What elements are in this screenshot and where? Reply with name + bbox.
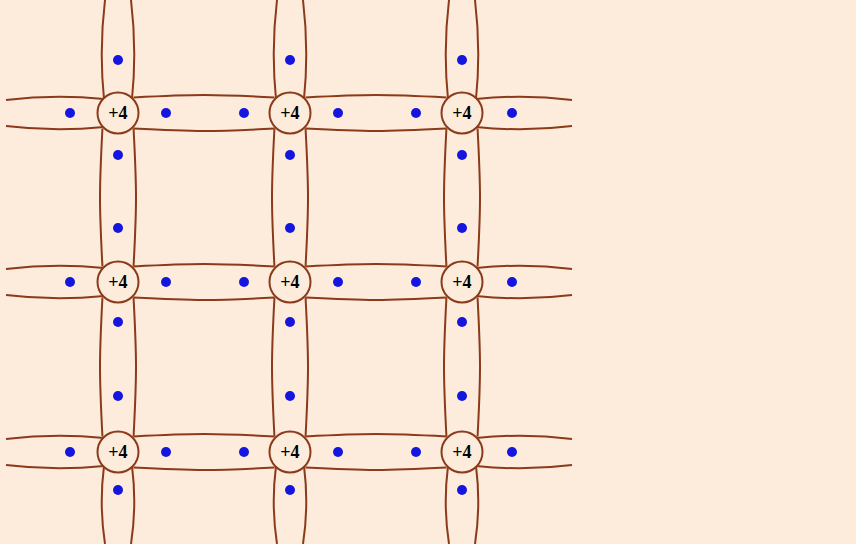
electron: [333, 108, 343, 118]
bond-stub: [6, 97, 104, 130]
electron: [161, 277, 171, 287]
electron: [113, 150, 123, 160]
covalent-bond: [272, 298, 308, 437]
covalent-bond: [272, 129, 308, 267]
electron: [113, 391, 123, 401]
electron: [457, 55, 467, 65]
electron: [507, 277, 517, 287]
electron: [507, 447, 517, 457]
bond-stub: [446, 466, 479, 544]
core-charge: +4: [440, 272, 484, 293]
core-charge: +4: [96, 103, 140, 124]
core-charge: +4: [440, 442, 484, 463]
electron: [113, 223, 123, 233]
covalent-bond: [444, 129, 480, 267]
electron: [285, 150, 295, 160]
electron: [239, 447, 249, 457]
atom-core: +4: [96, 430, 140, 474]
electron: [507, 108, 517, 118]
atom-core: +4: [96, 91, 140, 135]
bond-stub: [446, 0, 479, 99]
electron: [333, 277, 343, 287]
bond-stub: [102, 0, 135, 99]
electron: [65, 108, 75, 118]
covalent-bond: [444, 298, 480, 437]
core-charge: +4: [440, 103, 484, 124]
electron: [333, 447, 343, 457]
electron: [457, 391, 467, 401]
electron: [457, 150, 467, 160]
bond-stub: [6, 436, 104, 469]
atom-core: +4: [268, 430, 312, 474]
bond-stub: [102, 466, 135, 544]
covalent-bond: [100, 298, 136, 437]
atom-core: +4: [440, 260, 484, 304]
electron: [457, 223, 467, 233]
bond-stub: [476, 266, 572, 299]
bond-stub: [476, 436, 572, 469]
electron: [285, 391, 295, 401]
bond-stub: [274, 0, 307, 99]
atom-core: +4: [96, 260, 140, 304]
electron: [457, 317, 467, 327]
electron: [285, 317, 295, 327]
electron: [161, 108, 171, 118]
covalent-bond: [306, 264, 447, 300]
covalent-bond: [134, 95, 275, 131]
covalent-bond: [134, 434, 275, 470]
bond-stub: [6, 266, 104, 299]
bond-stub: [476, 97, 572, 130]
electron: [411, 447, 421, 457]
covalent-bond: [100, 129, 136, 267]
atom-core: +4: [440, 91, 484, 135]
atom-core: +4: [440, 430, 484, 474]
atom-core: +4: [268, 91, 312, 135]
covalent-bond: [134, 264, 275, 300]
core-charge: +4: [96, 442, 140, 463]
electron: [239, 108, 249, 118]
half-bonds: [6, 0, 572, 544]
electron: [285, 55, 295, 65]
electrons: [65, 55, 517, 495]
electron: [161, 447, 171, 457]
core-charge: +4: [268, 442, 312, 463]
electron: [411, 108, 421, 118]
electron: [65, 447, 75, 457]
atom-core: +4: [268, 260, 312, 304]
core-charge: +4: [96, 272, 140, 293]
covalent-bond: [306, 434, 447, 470]
electron: [285, 223, 295, 233]
electron: [239, 277, 249, 287]
electron: [411, 277, 421, 287]
core-charge: +4: [268, 103, 312, 124]
core-charge: +4: [268, 272, 312, 293]
electron: [457, 485, 467, 495]
electron: [65, 277, 75, 287]
electron: [113, 55, 123, 65]
covalent-bond: [306, 95, 447, 131]
bond-stub: [274, 466, 307, 544]
electron: [113, 317, 123, 327]
electron: [285, 485, 295, 495]
electron: [113, 485, 123, 495]
